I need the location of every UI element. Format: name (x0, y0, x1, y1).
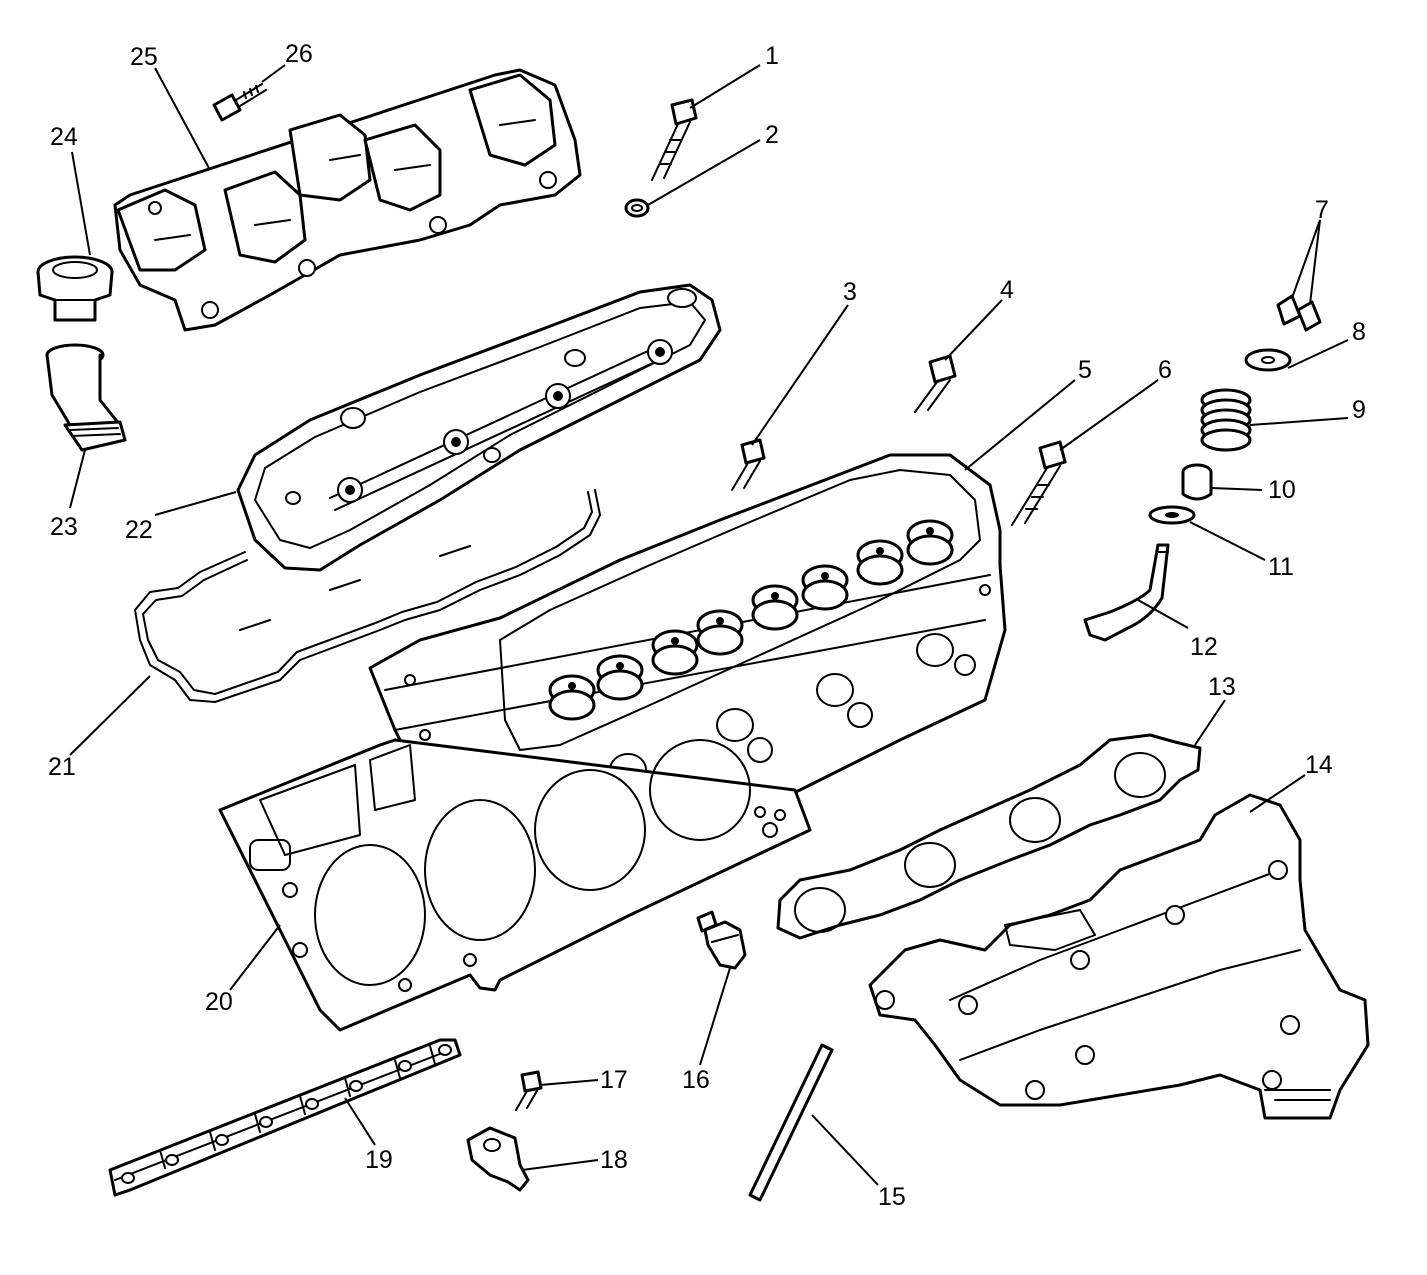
bolt-17 (515, 1070, 543, 1111)
callout-11: 11 (1268, 553, 1294, 581)
valve-spring (1200, 388, 1252, 452)
exhaust-manifold (868, 793, 1370, 1120)
callout-10: 10 (1268, 476, 1296, 504)
valve-spring-cap (1244, 348, 1292, 372)
callout-3: 3 (843, 278, 857, 306)
callout-8: 8 (1352, 318, 1366, 346)
callout-25: 25 (130, 43, 158, 71)
callout-9: 9 (1352, 396, 1366, 424)
callout-24: 24 (50, 123, 78, 151)
ignition-coil-bracket (113, 68, 582, 332)
callout-7: 7 (1315, 196, 1329, 224)
callout-5: 5 (1078, 356, 1092, 384)
callout-6: 6 (1158, 356, 1172, 384)
coolant-temperature-sensor (696, 910, 747, 970)
callout-15: 15 (878, 1183, 906, 1211)
callout-19: 19 (365, 1146, 393, 1174)
bolt-3 (731, 438, 766, 491)
callout-21: 21 (48, 753, 76, 781)
valve-keepers (1276, 294, 1322, 332)
rocker-arm-support (466, 1126, 530, 1192)
callout-17: 17 (600, 1066, 628, 1094)
callout-13: 13 (1208, 673, 1236, 701)
cylinder-head-gasket (218, 738, 812, 1032)
bolt-4 (914, 354, 957, 413)
rocker-cover-gasket (134, 489, 601, 703)
bolt-1 (651, 98, 698, 181)
exhaust-manifold-gasket (776, 733, 1202, 940)
valve-spring-shim (1148, 505, 1196, 525)
washer-2 (624, 198, 650, 218)
callout-26: 26 (285, 40, 313, 68)
bolt-6 (1011, 440, 1067, 526)
callout-22: 22 (125, 516, 153, 544)
callout-16: 16 (682, 1066, 710, 1094)
leader-lines (69, 64, 1349, 1186)
callout-12: 12 (1190, 633, 1218, 661)
valve-rocker-arm-cover (236, 283, 722, 572)
callout-18: 18 (600, 1146, 628, 1174)
callout-14: 14 (1305, 751, 1333, 779)
callout-4: 4 (1000, 276, 1014, 304)
valve (1083, 543, 1170, 642)
oil-fill-cap (36, 255, 114, 322)
callout-2: 2 (765, 121, 779, 149)
callout-labels: 1 2 3 4 5 6 7 8 9 10 11 12 13 14 15 16 1… (48, 40, 1366, 1211)
valve-stem-oil-seal (1181, 463, 1213, 501)
callout-23: 23 (50, 513, 78, 541)
valve-lifter-rail (108, 1038, 462, 1197)
callout-1: 1 (765, 42, 779, 70)
bracket-stud-bolt (212, 83, 267, 122)
callout-20: 20 (205, 988, 233, 1016)
pcv-tube (45, 343, 127, 452)
pushrod (748, 1043, 834, 1202)
